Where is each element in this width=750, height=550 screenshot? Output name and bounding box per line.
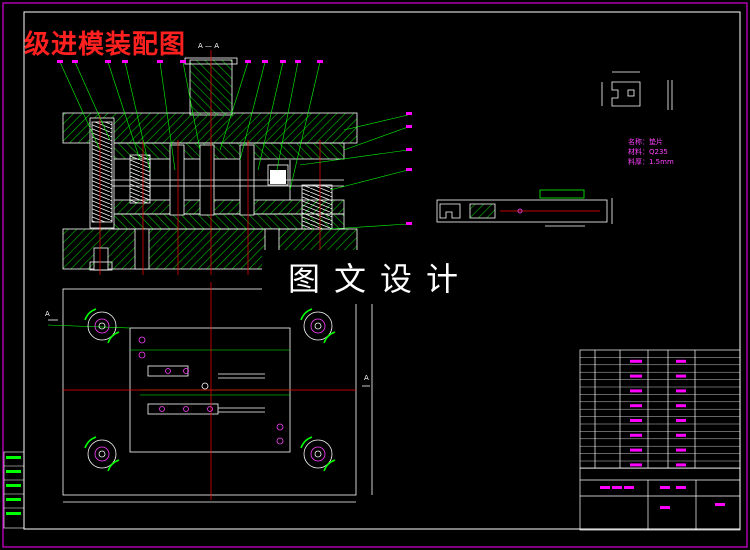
title-block-entry xyxy=(676,486,686,489)
part-detail xyxy=(601,71,673,110)
section-markers xyxy=(48,319,370,387)
title-block-entry xyxy=(630,359,642,363)
section-marker-right: A xyxy=(364,374,369,382)
title-block-entries xyxy=(600,359,725,509)
strip-layout xyxy=(436,189,613,227)
title-block-entry xyxy=(676,463,686,467)
title-block-entry xyxy=(676,419,686,422)
title-block-entry xyxy=(630,419,642,422)
lower-die-outline xyxy=(62,288,357,496)
part-leaders xyxy=(59,61,409,230)
revision-strip-text xyxy=(6,456,21,515)
drawing-title: 级进模装配图 xyxy=(24,30,187,60)
part-tags xyxy=(57,60,412,225)
section-view xyxy=(62,57,358,271)
title-block-entry xyxy=(630,463,642,467)
title-block-entry xyxy=(600,486,610,489)
watermark: 图文设计 xyxy=(262,250,498,304)
plan-guides xyxy=(47,324,290,396)
title-block-entry xyxy=(630,389,642,393)
workpiece-insert xyxy=(270,170,286,184)
pilot-holes xyxy=(138,336,284,445)
part-note-thickness: 料厚：1.5mm xyxy=(628,158,674,166)
title-block-entry xyxy=(660,486,670,489)
title-block-entry xyxy=(676,433,686,437)
guide-bushings xyxy=(84,308,336,472)
title-block-entry xyxy=(676,404,686,408)
part-note-material: 材料：Q235 xyxy=(628,148,668,156)
title-block-entry xyxy=(715,503,725,506)
title-block-entry xyxy=(630,404,642,408)
part-note-name: 名称：垫片 xyxy=(628,138,663,146)
title-block-entry xyxy=(624,486,634,489)
title-block-entry xyxy=(630,374,642,378)
center-mark xyxy=(201,382,209,390)
title-block-entry xyxy=(676,389,686,393)
title-block-entry xyxy=(676,448,686,452)
title-block-rows xyxy=(580,357,740,469)
title-block-entry xyxy=(630,433,642,437)
title-block-entry xyxy=(676,359,686,363)
title-block-entry xyxy=(630,448,642,452)
title-block-entry xyxy=(676,374,686,378)
plan-view xyxy=(62,288,373,503)
title-block-entry xyxy=(612,486,622,489)
section-label: A — A xyxy=(198,42,220,50)
plan-centerlines xyxy=(63,282,356,500)
title-block-entry xyxy=(660,506,670,509)
revision-strip xyxy=(3,451,25,529)
sheet-inner-border xyxy=(23,11,741,530)
section-marker-left: A xyxy=(45,310,50,318)
